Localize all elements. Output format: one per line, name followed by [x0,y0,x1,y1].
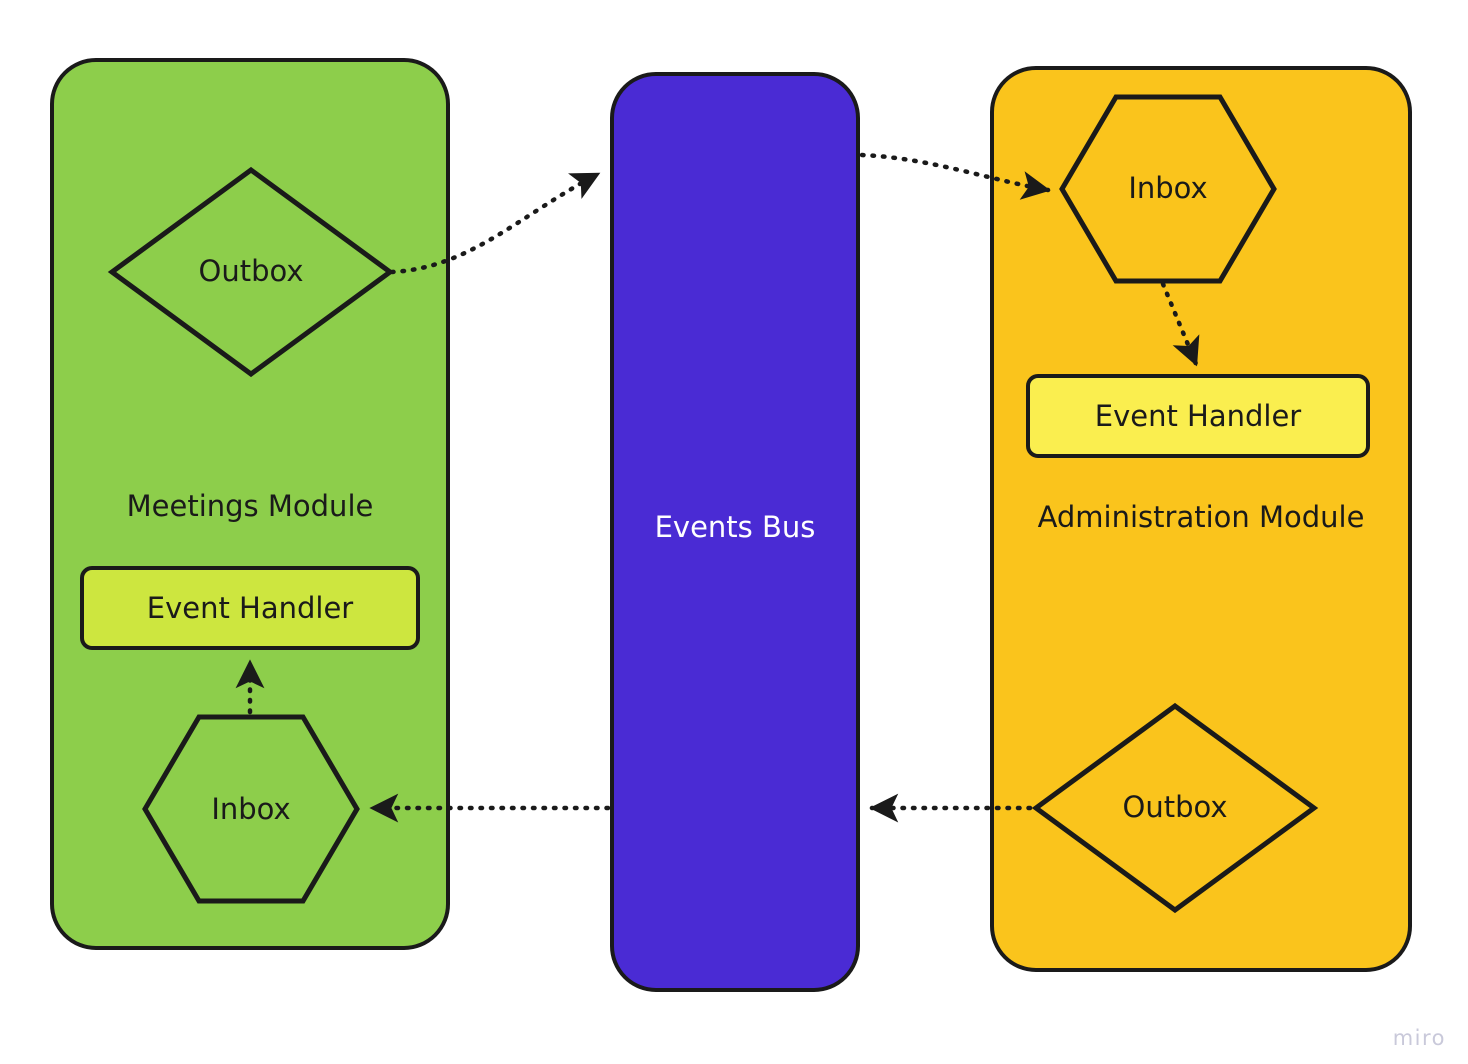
administration-inbox-label: Inbox [1128,171,1208,205]
administration-outbox-label: Outbox [1122,790,1228,824]
administration-outbox-shape[interactable] [1031,702,1319,914]
meetings-event-handler-label: Event Handler [146,591,354,625]
administration-module-label: Administration Module [1037,500,1365,534]
administration-event-handler-box[interactable]: Event Handler [1026,374,1370,458]
administration-inbox-shape[interactable] [1058,94,1278,284]
meetings-outbox-shape[interactable] [107,166,395,378]
meetings-inbox-shape[interactable] [142,714,360,904]
meetings-module-label: Meetings Module [126,489,374,523]
meetings-inbox-label: Inbox [211,792,291,826]
events-bus-label: Events Bus [654,510,816,544]
miro-watermark: miro [1392,1026,1446,1050]
administration-event-handler-label: Event Handler [1094,399,1302,433]
meetings-event-handler-box[interactable]: Event Handler [80,566,420,650]
events-bus-container[interactable] [610,72,860,992]
meetings-outbox-label: Outbox [198,254,304,288]
